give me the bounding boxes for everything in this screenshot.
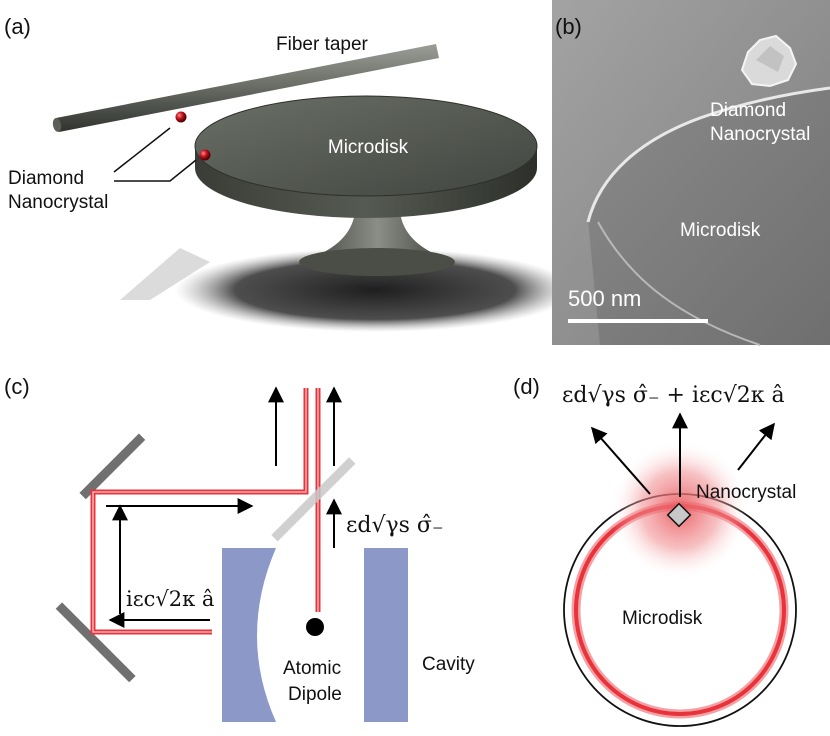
panel-d-tag: (d) (513, 374, 540, 399)
disk-shadow (175, 248, 575, 332)
sem-nanocrystal-facet (756, 46, 784, 72)
microdisk-top (194, 95, 538, 197)
nanocrystal-on-fiber (175, 111, 187, 123)
beam-splitter (271, 457, 356, 542)
sem-microdisk-label: Microdisk (680, 220, 761, 241)
atomic-label: Atomic (283, 658, 341, 679)
cavity-label: Cavity (422, 654, 475, 675)
cavity-formula: iεc√2κ â (126, 587, 214, 611)
sem-microdisk (588, 88, 830, 345)
microdisk-label-d: Microdisk (622, 608, 703, 629)
panel-a: (a) Microdisk Fiber taper Diamond Nanocr… (4, 14, 575, 332)
mirror-top-left (79, 433, 146, 500)
emission-arrow-right (737, 422, 775, 471)
diamond-label-a-line1: Diamond (8, 168, 84, 189)
panel-b-tag: (b) (555, 14, 582, 39)
nanocrystal-on-disk (199, 149, 211, 161)
output-formula: εd√γs σ̂₋ + iεc√2κ â (562, 383, 785, 408)
cavity-mirror-left (222, 548, 276, 722)
panel-c-tag: (c) (4, 374, 30, 399)
leader-line-fiber (113, 127, 171, 173)
scale-bar-label: 500 nm (568, 286, 641, 311)
dipole-formula: εd√γs σ̂₋ (346, 513, 444, 538)
leader-line-disk (114, 159, 197, 182)
cavity-mirror-right (364, 548, 408, 722)
pedestal-base (299, 248, 455, 276)
fiber-shadow (120, 248, 210, 300)
diamond-label-a-line2: Nanocrystal (8, 192, 108, 213)
diamond-label-b-line2: Nanocrystal (710, 124, 810, 145)
emission-arrow-left (590, 426, 651, 495)
fiber-taper (56, 44, 439, 132)
atomic-dipole (306, 618, 324, 636)
scale-bar (568, 319, 708, 323)
fiber-taper-label: Fiber taper (276, 34, 369, 55)
panel-d: (d) εd√γs σ̂₋ + iεc√2κ â Nanocrystal Mic… (513, 374, 797, 727)
panel-a-tag: (a) (4, 14, 31, 39)
cavity-beam-highlight (92, 388, 307, 633)
disk-pedestal (300, 198, 455, 262)
dipole-label: Dipole (288, 684, 342, 705)
mirror-bottom-left (55, 602, 136, 683)
panel-b: (b) Diamond Nanocrystal Microdisk 500 nm (552, 0, 830, 346)
sem-disk-edge (586, 86, 830, 223)
panel-c: (c) εd√γs σ̂₋ iεc√2κ â Atomic Dipole Cav… (4, 374, 475, 722)
sem-disk-rim (597, 221, 761, 346)
nanocrystal-label-d: Nanocrystal (696, 482, 796, 503)
nanocrystal-marker (666, 502, 692, 528)
diamond-label-b-line1: Diamond (710, 100, 786, 121)
fiber-end (52, 118, 62, 132)
microdisk-label: Microdisk (328, 137, 409, 158)
